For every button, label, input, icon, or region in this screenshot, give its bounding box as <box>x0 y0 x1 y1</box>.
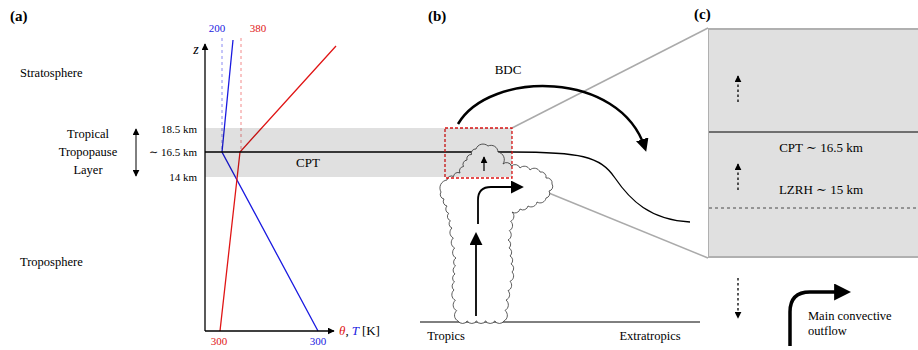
altitude-label: ∼ 16.5 km <box>149 146 197 159</box>
panel-label: (a) <box>10 8 28 25</box>
panel-label: (b) <box>428 8 446 25</box>
layer-bracket-arrow <box>136 129 137 176</box>
zoom-line <box>512 28 708 128</box>
outflow-label: Main convective outflow <box>808 309 904 339</box>
x-axis <box>205 330 334 331</box>
layer-label: Stratosphere <box>20 66 82 80</box>
tick-label: 300 <box>211 335 228 348</box>
circulation-label: BDC <box>495 63 522 78</box>
axis-label: T <box>352 324 359 339</box>
cpt-label: CPT <box>296 156 320 171</box>
lzrh-label: LZRH ∼ 15 km <box>779 183 863 198</box>
region-label: Tropics <box>427 329 465 343</box>
region-label: Extratropics <box>619 329 680 343</box>
reference-value: 380 <box>250 22 267 35</box>
altitude-label: 18.5 km <box>161 123 197 136</box>
updraft-arrow <box>475 236 477 316</box>
panel-label: (c) <box>694 6 711 23</box>
tick-label: 300 <box>310 335 327 348</box>
descent-arrow <box>737 278 738 318</box>
axis-label: θ <box>339 324 345 339</box>
axis-label: z <box>193 42 198 58</box>
axis-label-group: θ, T[K] <box>339 324 380 339</box>
axis-label: , <box>345 324 348 339</box>
layer-label: Tropical Tropopause Layer <box>47 125 129 179</box>
cpt-label: CPT ∼ 16.5 km <box>779 141 863 156</box>
z-axis <box>204 44 205 331</box>
theta-profile <box>220 46 336 331</box>
axis-label: [K] <box>362 324 380 339</box>
zoom-panel: CPT ∼ 16.5 km LZRH ∼ 15 km <box>708 28 918 258</box>
altitude-label: 14 km <box>169 171 197 184</box>
outflow-arrow <box>478 187 520 224</box>
tropopause-layer-band: CPT <box>205 128 512 177</box>
layer-label: Troposphere <box>20 255 83 269</box>
reference-value: 200 <box>209 22 226 35</box>
